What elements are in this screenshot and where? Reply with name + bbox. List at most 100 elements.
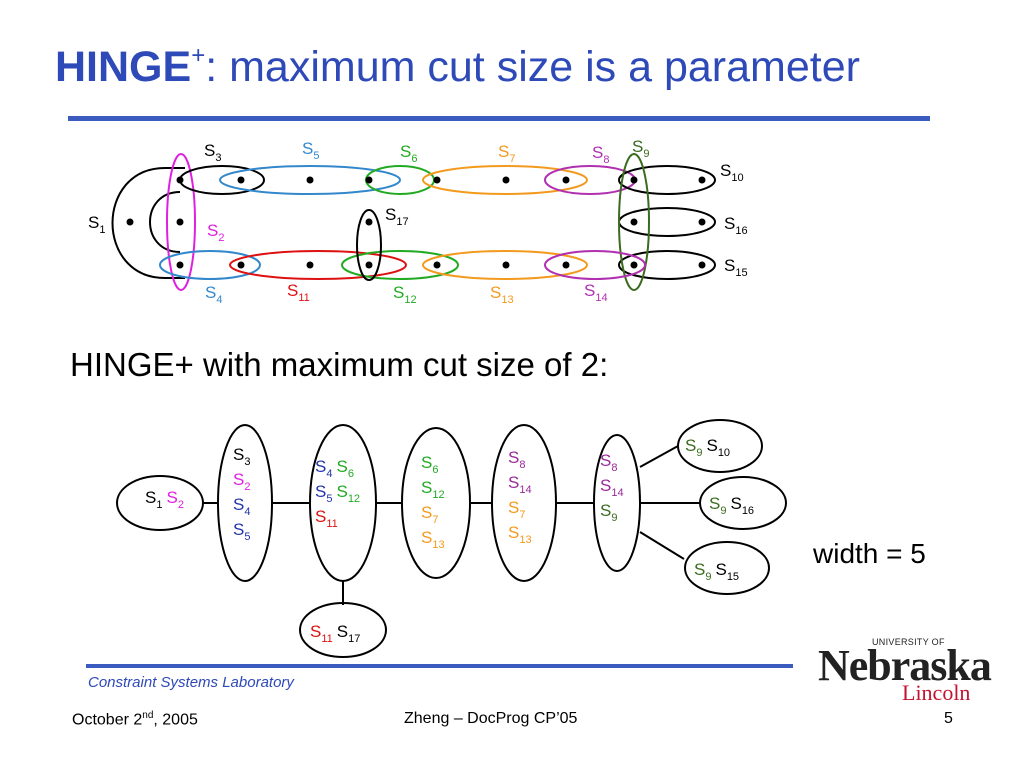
tree-node-n4 (299, 602, 387, 658)
vertex (176, 176, 184, 184)
label-s5: S5 (302, 139, 319, 162)
set-subscript: 5 (326, 493, 332, 505)
set-symbol: S (233, 445, 244, 464)
vertex (502, 261, 510, 269)
set-subscript: 8 (611, 462, 617, 474)
set-subscript: 9 (643, 148, 649, 160)
set-subscript: 11 (321, 633, 332, 645)
set-symbol: S (490, 283, 501, 302)
title-rest: : maximum cut size is a parameter (205, 43, 860, 91)
set-symbol: S (287, 281, 298, 300)
vertex (306, 261, 314, 269)
set-subscript: 10 (731, 172, 743, 184)
node-label-n3: S11​ (315, 507, 338, 530)
vertex (176, 261, 184, 269)
hyperedge-s5 (219, 165, 401, 195)
label-s13: S13 (490, 283, 514, 306)
set-symbol: S (508, 498, 519, 517)
node-label-n7: S8​ (600, 451, 617, 474)
tree-node-n1 (116, 475, 204, 531)
label-s4: S4 (205, 283, 222, 306)
set-symbol: S (592, 143, 603, 162)
hyperedge-s2 (166, 153, 196, 291)
hyperedge-s14 (544, 250, 646, 280)
tree-node-n3 (309, 424, 377, 582)
label-s1: S1 (88, 213, 105, 236)
vertex (502, 176, 510, 184)
nebraska-logo: UNIVERSITY OF Nebraska Lincoln (818, 634, 992, 705)
node-label-n6: S7​ (508, 498, 525, 521)
label-s16: S16 (724, 214, 748, 237)
footer-date-pre: October 2 (72, 711, 143, 729)
label-s11: S11 (287, 281, 310, 304)
set-subscript: 14 (595, 292, 607, 304)
tree-node-n8 (677, 419, 763, 473)
vertex (698, 261, 706, 269)
set-subscript: 9 (720, 505, 726, 517)
set-subscript: 4 (244, 506, 250, 518)
hyperedge-s10 (618, 165, 716, 195)
footer-date: October 2nd, 2005 (72, 710, 198, 729)
set-subscript: 12 (432, 489, 444, 501)
set-symbol: S (584, 281, 595, 300)
hyperedge-s17 (356, 209, 382, 281)
tree-node-n7 (593, 434, 641, 572)
node-label-n5: S7​ (421, 503, 438, 526)
footer-page-number: 5 (944, 710, 953, 727)
vertex (562, 176, 570, 184)
set-symbol: S (233, 520, 244, 539)
node-label-n2: S3​ (233, 445, 250, 468)
set-subscript: 3 (244, 456, 250, 468)
node-label-n1: S1​S2​ (145, 488, 184, 511)
set-symbol: S (315, 482, 326, 501)
vertex-group (126, 176, 706, 269)
set-subscript: 15 (735, 267, 747, 279)
set-symbol: S (204, 141, 215, 160)
set-subscript: 14 (519, 484, 531, 496)
set-symbol: S (166, 488, 177, 507)
set-symbol: S (205, 283, 216, 302)
tree-node-n2 (217, 424, 273, 582)
set-symbol: S (508, 523, 519, 542)
set-subscript: 9 (696, 447, 702, 459)
set-symbol: S (600, 451, 611, 470)
set-subscript: 11 (298, 292, 309, 304)
label-s12: S12 (393, 283, 417, 306)
node-label-n7: S9​ (600, 501, 617, 524)
set-subscript: 5 (313, 150, 319, 162)
node-label-n2: S5​ (233, 520, 250, 543)
tree-node-n6 (491, 424, 557, 582)
set-symbol: S (310, 622, 321, 641)
footer-date-post: , 2005 (153, 711, 198, 729)
set-subscript: 6 (348, 468, 354, 480)
vertex (630, 176, 638, 184)
tree-edge (639, 531, 685, 560)
set-symbol: S (385, 205, 396, 224)
tree-node-n5 (401, 427, 471, 579)
set-subscript: 8 (603, 154, 609, 166)
set-symbol: S (706, 436, 717, 455)
set-symbol: S (302, 139, 313, 158)
set-subscript: 17 (396, 216, 408, 228)
slide-title: HINGE+: maximum cut size is a parameter (55, 42, 860, 92)
hyperedge-s13 (422, 250, 588, 280)
set-symbol: S (421, 478, 432, 497)
set-symbol: S (724, 256, 735, 275)
node-label-n5: S12​ (421, 478, 445, 501)
footer-rule (86, 664, 793, 668)
set-symbol: S (724, 214, 735, 233)
set-subscript: 17 (348, 633, 360, 645)
set-subscript: 2 (218, 232, 224, 244)
set-subscript: 5 (244, 531, 250, 543)
set-subscript: 12 (404, 294, 416, 306)
set-subscript: 10 (718, 447, 730, 459)
vertex (698, 176, 706, 184)
tree-node-n9 (699, 476, 787, 530)
set-symbol: S (400, 142, 411, 161)
set-subscript: 3 (215, 152, 221, 164)
vertex (630, 261, 638, 269)
set-symbol: S (709, 494, 720, 513)
footer-center: Zheng – DocProg CP’05 (404, 710, 578, 727)
vertex (698, 218, 706, 226)
vertex (562, 261, 570, 269)
